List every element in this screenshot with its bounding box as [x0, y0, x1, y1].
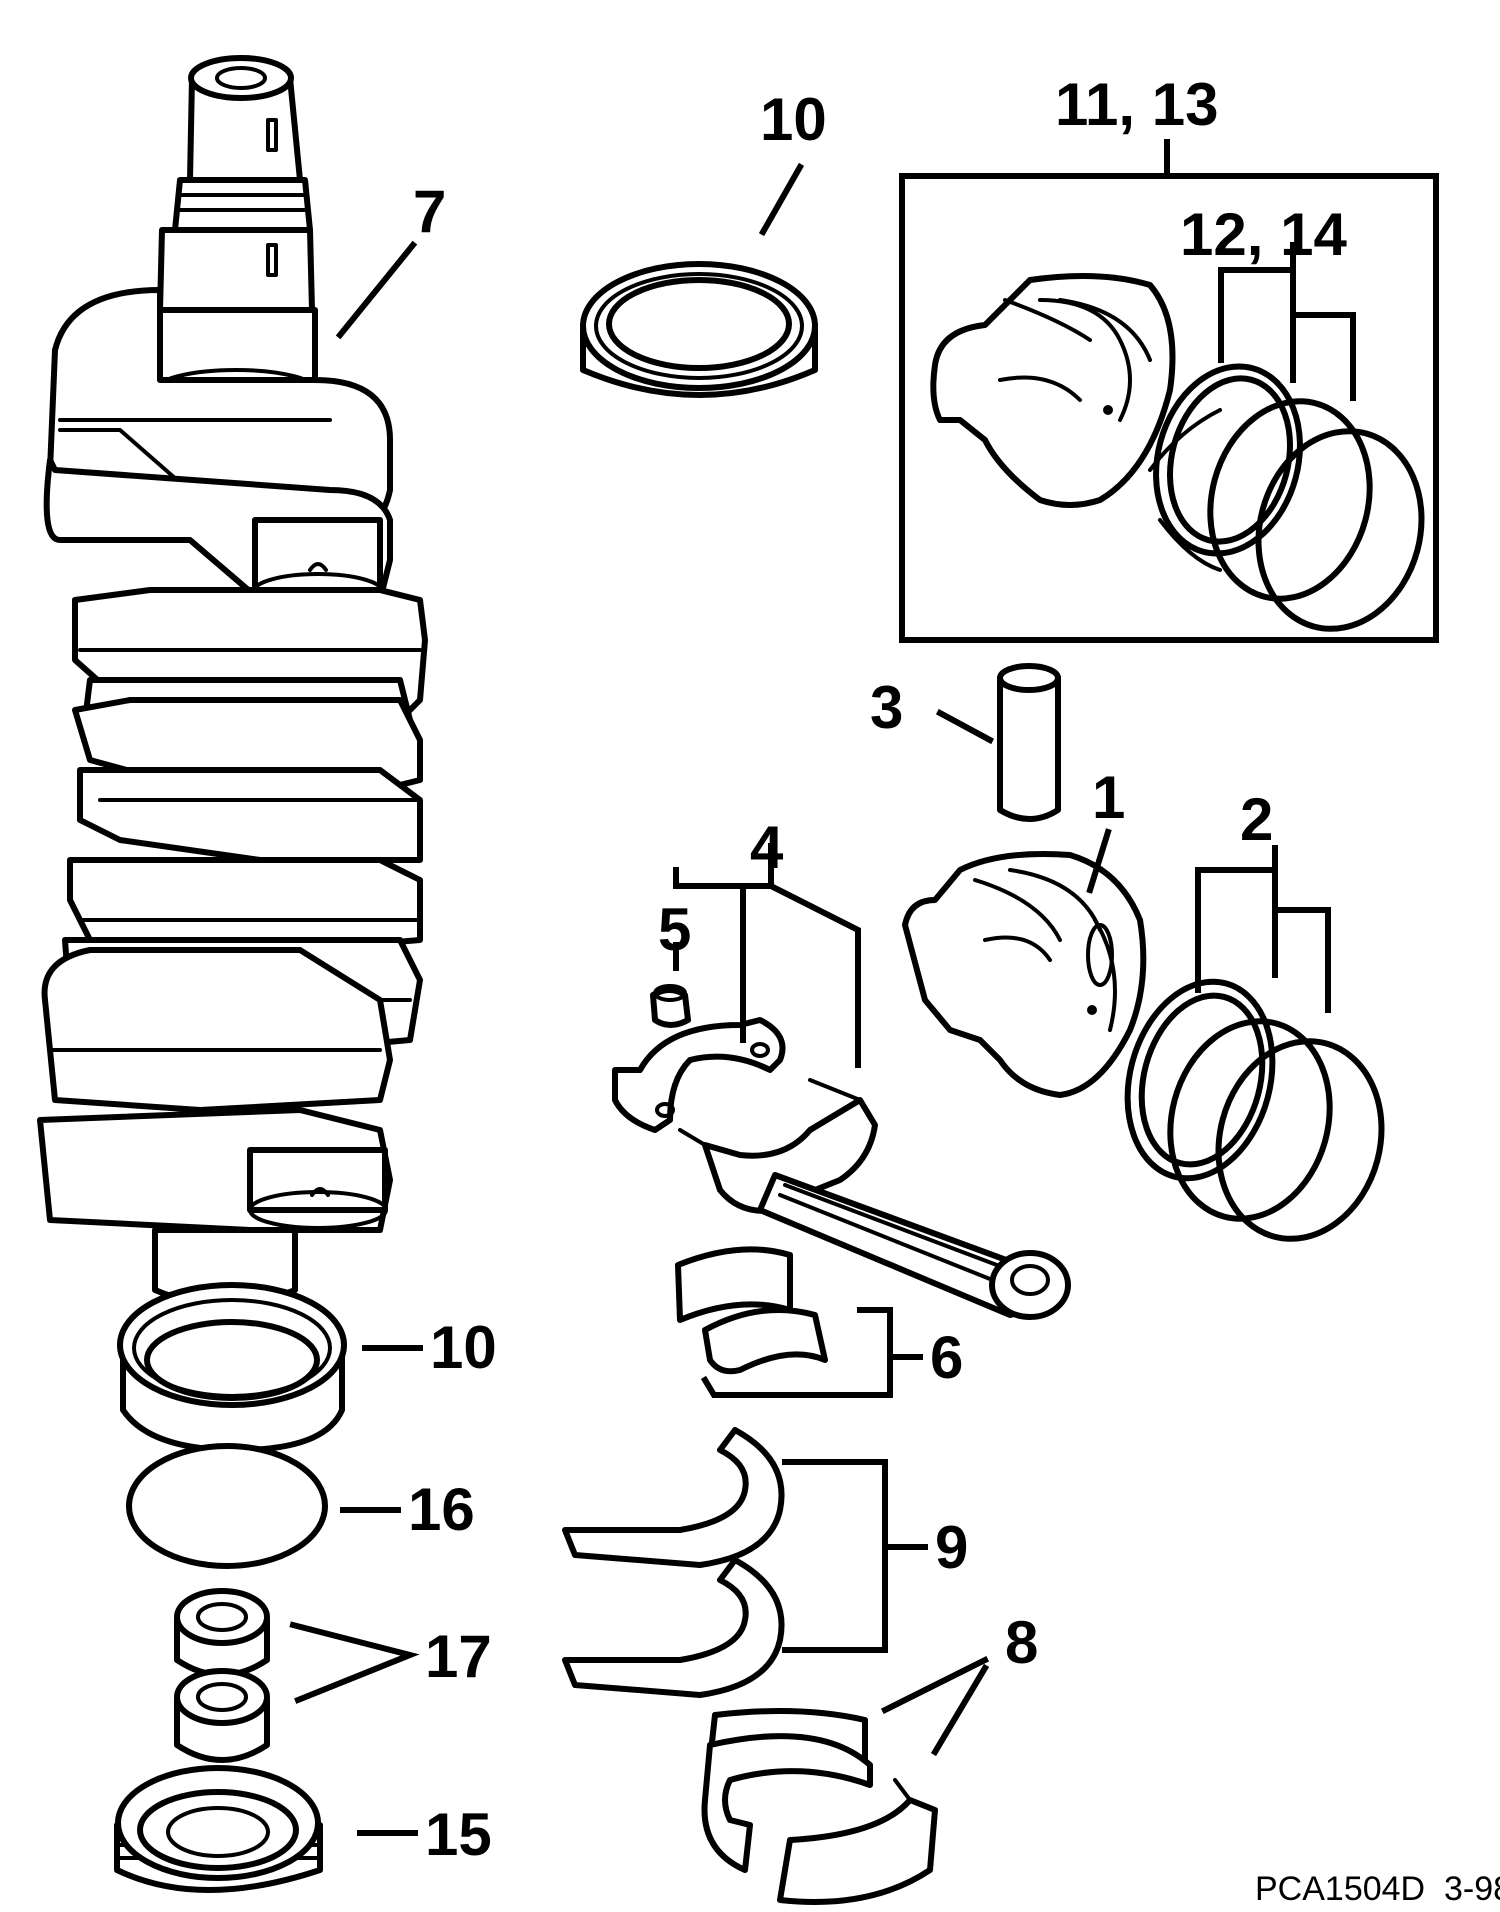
lower-seal [114, 1765, 323, 1893]
seal-top [580, 261, 818, 398]
label-seal-top: 10 [760, 86, 827, 153]
piston [902, 851, 1147, 1098]
label-lower-seal: 15 [425, 1801, 492, 1868]
label-thrust-washer: 9 [935, 1514, 968, 1581]
o-ring [126, 1443, 328, 1569]
label-cap-screw: 5 [658, 896, 691, 963]
main-bearing [701, 1708, 938, 1905]
label-connecting-rod: 4 [750, 814, 784, 881]
label-rod-bearing: 6 [930, 1324, 963, 1391]
crankshaft [37, 55, 428, 1308]
cap-screw [650, 984, 691, 1028]
label-crankshaft: 7 [413, 178, 446, 245]
bearing [174, 1588, 270, 1763]
piston-pin [997, 663, 1061, 822]
seal-bottom [117, 1282, 347, 1453]
leader-lines [289, 139, 1356, 1836]
reference-code: PCA1504D 3-98 [1255, 1870, 1500, 1908]
label-o-ring: 16 [408, 1476, 475, 1543]
label-seal-bottom: 10 [430, 1314, 497, 1381]
label-piston-kit: 11, 13 [1055, 71, 1219, 138]
label-piston-rings: 2 [1240, 786, 1273, 853]
rod-bearing [675, 1246, 828, 1375]
callout-labels: 7 10 11, 13 12, 14 3 1 2 4 5 6 10 16 9 1… [408, 71, 1500, 1908]
label-bearing: 17 [425, 1623, 492, 1690]
label-piston-pin: 3 [870, 674, 903, 741]
label-piston: 1 [1092, 764, 1125, 831]
label-main-bearing: 8 [1005, 1609, 1038, 1676]
label-ring-set-kit: 12, 14 [1180, 201, 1347, 268]
piston-rings [1124, 978, 1385, 1242]
thrust-washer [562, 1427, 785, 1698]
connecting-rod [612, 1017, 1071, 1320]
piston-kit-box [899, 173, 1439, 643]
